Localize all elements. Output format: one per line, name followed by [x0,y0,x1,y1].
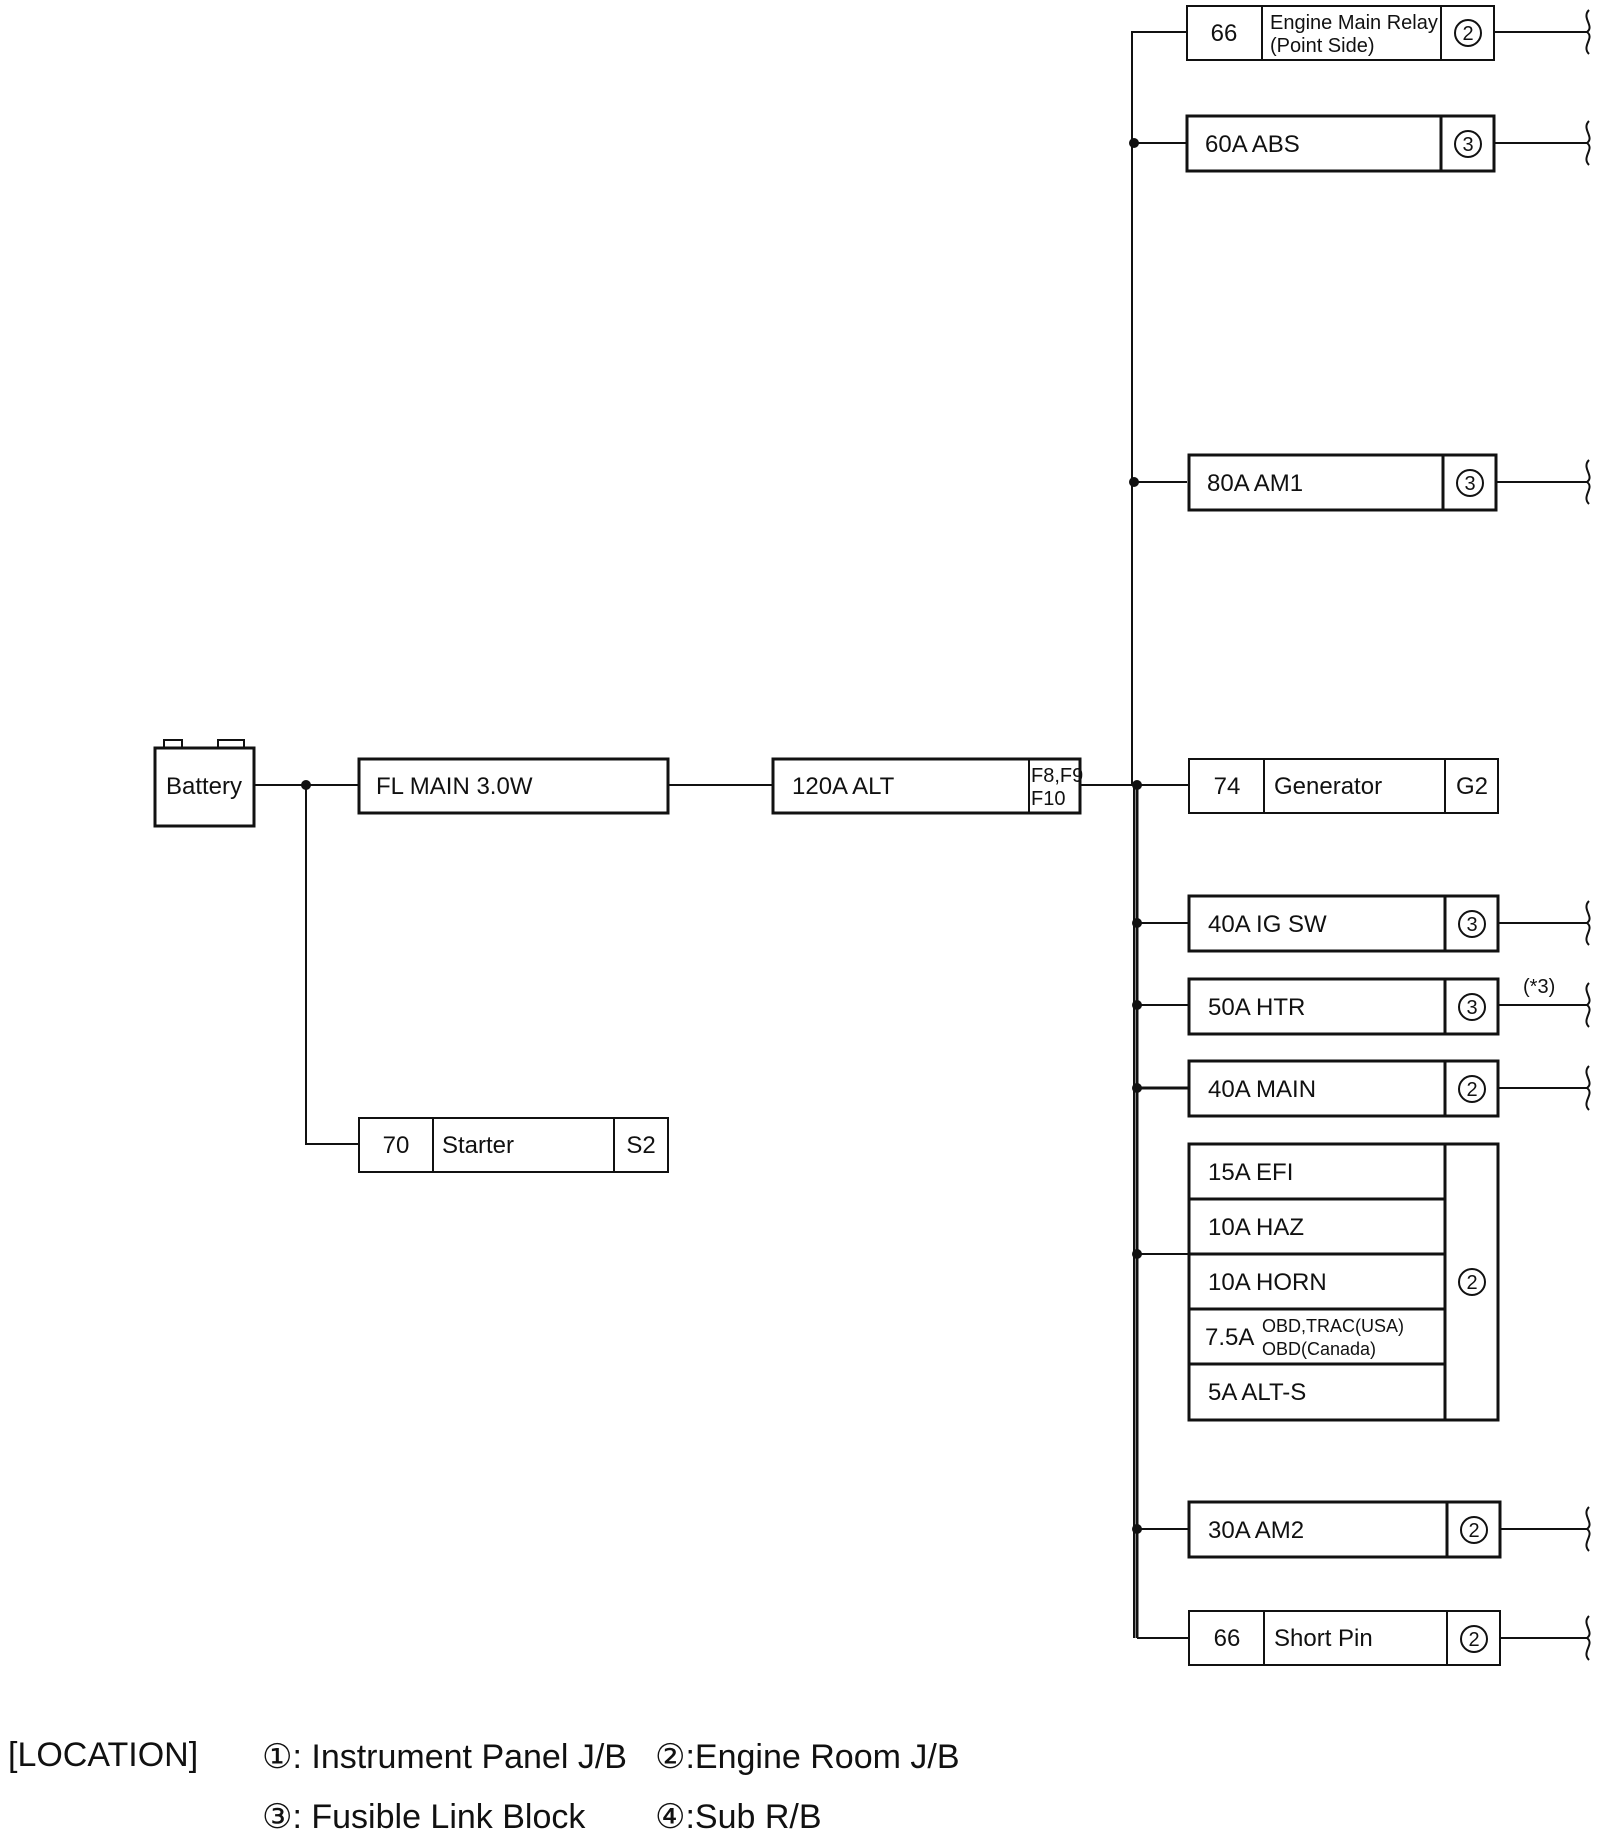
am2-fuse-branch: 30A AM2 2 [1187,1500,1502,1559]
obd-fuse-label-2: OBD(Canada) [1262,1339,1376,1359]
am1-fuse-label: 80A AM1 [1207,470,1303,497]
short-pin-label: Short Pin [1274,1625,1373,1652]
htr-note: (*3) [1523,976,1555,998]
htr-fuse-branch: 50A HTR 3 (*3) [1187,976,1555,1036]
abs-fuse-label: 60A ABS [1205,131,1300,158]
legend-item-3: ③: Fusible Link Block [262,1798,586,1836]
alt-fuse-label: 120A ALT [792,773,895,800]
engine-main-relay-location: 2 [1462,23,1473,45]
alt-connector-line2: F10 [1031,788,1065,810]
starter-label: Starter [442,1132,514,1159]
ig-sw-location: 3 [1466,914,1477,936]
starter-pin: 70 [383,1132,410,1159]
obd-fuse-amperage: 7.5A [1205,1324,1254,1351]
short-pin-location: 2 [1468,1629,1479,1651]
htr-fuse-label: 50A HTR [1208,994,1305,1021]
legend-item-1: ①: Instrument Panel J/B [262,1738,627,1776]
abs-fuse-branch: 60A ABS 3 [1185,114,1496,173]
alt-fuse: 120A ALT F8,F9 F10 [771,757,1083,815]
engine-main-relay-pin: 66 [1211,20,1238,47]
location-legend: [LOCATION] ①: Instrument Panel J/B ②:Eng… [8,1736,960,1836]
starter-connector-code: S2 [626,1132,655,1159]
am1-location: 3 [1464,473,1475,495]
junction-dots [301,138,1142,1534]
efi-fuse-label: 15A EFI [1208,1159,1293,1186]
main-fuse-label: 40A MAIN [1208,1076,1316,1103]
am1-fuse-branch: 80A AM1 3 [1187,453,1498,512]
obd-fuse-label-1: OBD,TRAC(USA) [1262,1316,1404,1336]
fl-main-fuse: FL MAIN 3.0W [357,757,670,815]
horn-fuse-label: 10A HORN [1208,1269,1327,1296]
engine-room-fuse-group: 15A EFI 10A HAZ 10A HORN 7.5A OBD,TRAC(U… [1187,1142,1500,1422]
group-location: 2 [1466,1272,1477,1294]
main-location: 2 [1466,1079,1477,1101]
fl-main-label: FL MAIN 3.0W [376,773,533,800]
am2-fuse-label: 30A AM2 [1208,1517,1304,1544]
htr-location: 3 [1466,997,1477,1019]
engine-main-relay-label-1: Engine Main Relay [1270,12,1438,34]
legend-item-4: ④:Sub R/B [655,1798,822,1836]
abs-location: 3 [1462,134,1473,156]
engine-main-relay-branch: 66 Engine Main Relay (Point Side) 2 [1186,5,1495,61]
engine-main-relay-label-2: (Point Side) [1270,35,1375,57]
legend-item-2: ②:Engine Room J/B [655,1738,960,1776]
legend-heading: [LOCATION] [8,1736,198,1774]
am2-location: 2 [1468,1520,1479,1542]
generator-label: Generator [1274,773,1382,800]
generator-connector-code: G2 [1456,773,1488,800]
generator-pin: 74 [1214,773,1241,800]
starter-connector: 70 Starter S2 [358,1117,669,1173]
ig-sw-fuse-branch: 40A IG SW 3 [1187,894,1500,953]
battery-symbol: Battery [153,739,256,828]
alts-fuse-label: 5A ALT-S [1208,1379,1306,1406]
battery-label: Battery [166,773,242,800]
short-pin-branch: 66 Short Pin 2 [1188,1610,1501,1666]
ig-sw-fuse-label: 40A IG SW [1208,911,1327,938]
generator-branch: 74 Generator G2 [1188,758,1499,814]
haz-fuse-label: 10A HAZ [1208,1214,1304,1241]
main-fuse-branch: 40A MAIN 2 [1187,1059,1500,1118]
short-pin-pin: 66 [1214,1625,1241,1652]
continuation-marks [1585,9,1591,1661]
alt-connector-line1: F8,F9 [1031,765,1083,787]
